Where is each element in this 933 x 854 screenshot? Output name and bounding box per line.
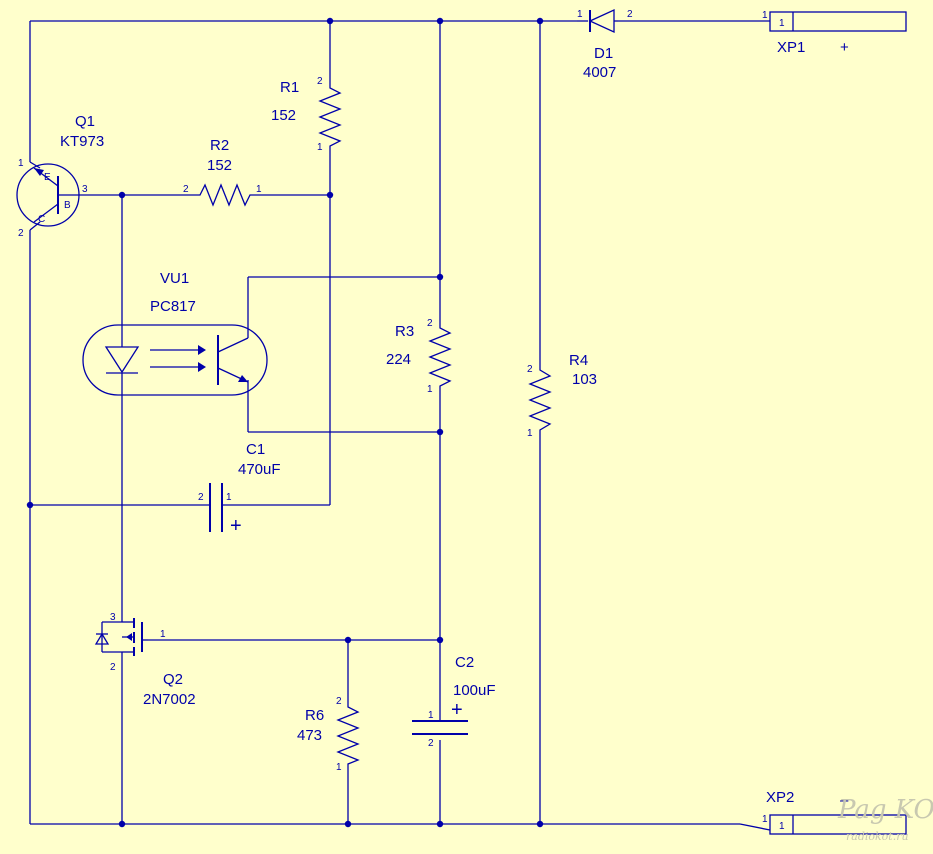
c2-capacitor: 1 2 +	[412, 699, 468, 749]
r3-value: 224	[386, 351, 411, 368]
c1-capacitor: 2 1 +	[198, 483, 242, 537]
c2-pin1: 1	[428, 710, 434, 721]
xp2-box-label: 1	[779, 821, 785, 832]
r1-resistor: 2 1	[317, 76, 342, 153]
xp1-pin: 1	[762, 10, 768, 21]
r4-ref: R4	[569, 352, 588, 369]
q2-pin3: 3	[110, 612, 116, 623]
q2-pin2: 2	[110, 662, 116, 673]
vu1-optocoupler	[82, 324, 268, 396]
r3-ref: R3	[395, 323, 414, 340]
r1-ref: R1	[280, 79, 299, 96]
r2-ref: R2	[210, 137, 229, 154]
c2-polarity: +	[451, 699, 463, 721]
q1-ref: Q1	[75, 113, 95, 130]
r6-resistor: 2 1	[336, 696, 360, 773]
c1-pin1: 1	[226, 492, 232, 503]
q1-pin-c-label: C	[38, 214, 45, 225]
r2-value: 152	[207, 157, 232, 174]
r6-ref: R6	[305, 707, 324, 724]
r4-pin1: 1	[527, 428, 533, 439]
r1-pin1: 1	[317, 142, 323, 153]
r2-resistor: 2 1	[183, 183, 262, 207]
c2-ref: C2	[455, 654, 474, 671]
q2-value: 2N7002	[143, 691, 196, 708]
r3-pin2: 2	[427, 318, 433, 329]
wires	[29, 20, 771, 831]
xp1-polarity: +	[840, 39, 849, 56]
r4-value: 103	[572, 371, 597, 388]
q1-pin-b-label: B	[64, 200, 71, 211]
q1-pin1: 1	[18, 158, 24, 169]
xp1-connector: 1 1	[762, 10, 907, 32]
q1-pin3: 3	[82, 184, 88, 195]
vu1-value: PC817	[150, 298, 196, 315]
q2-mosfet: 3 1 2	[94, 612, 166, 673]
c1-value: 470uF	[238, 461, 281, 478]
r1-pin2: 2	[317, 76, 323, 87]
vu1-ref: VU1	[160, 270, 189, 287]
q2-ref: Q2	[163, 671, 183, 688]
d1-pin2: 2	[627, 9, 633, 20]
c2-pin2: 2	[428, 738, 434, 749]
xp1-box-label: 1	[779, 18, 785, 29]
r2-pin1: 1	[256, 184, 262, 195]
r2-pin2: 2	[183, 184, 189, 195]
q1-transistor: E B C 1 3 2	[16, 158, 88, 239]
xp2-polarity: –	[840, 792, 849, 809]
d1-pin1: 1	[577, 9, 583, 20]
radiokot-watermark: Pag KOT radiokot.ru	[837, 795, 933, 843]
c1-ref: C1	[246, 441, 265, 458]
c1-polarity: +	[230, 515, 242, 537]
q2-pin1: 1	[160, 629, 166, 640]
r6-pin2: 2	[336, 696, 342, 707]
q1-pin2: 2	[18, 228, 24, 239]
d1-diode: 1 2	[577, 8, 633, 34]
d1-ref: D1	[594, 45, 613, 62]
r4-resistor: 2 1	[527, 360, 552, 440]
r4-pin2: 2	[527, 364, 533, 375]
q1-value: KT973	[60, 133, 104, 150]
r1-value: 152	[271, 107, 296, 124]
watermark-site: radiokot.ru	[846, 830, 909, 843]
r6-pin1: 1	[336, 762, 342, 773]
r3-resistor: 2 1	[427, 318, 452, 395]
xp2-pin: 1	[762, 814, 768, 825]
q1-pin-e-label: E	[44, 172, 51, 183]
r3-pin1: 1	[427, 384, 433, 395]
xp1-ref: XP1	[777, 39, 805, 56]
watermark-logo: Pag KOT	[837, 795, 933, 825]
d1-value: 4007	[583, 64, 616, 81]
c2-value: 100uF	[453, 682, 496, 699]
junctions	[26, 17, 544, 828]
r6-value: 473	[297, 727, 322, 744]
xp2-connector: 1 1	[762, 814, 907, 835]
c1-pin2: 2	[198, 492, 204, 503]
xp2-ref: XP2	[766, 789, 794, 806]
